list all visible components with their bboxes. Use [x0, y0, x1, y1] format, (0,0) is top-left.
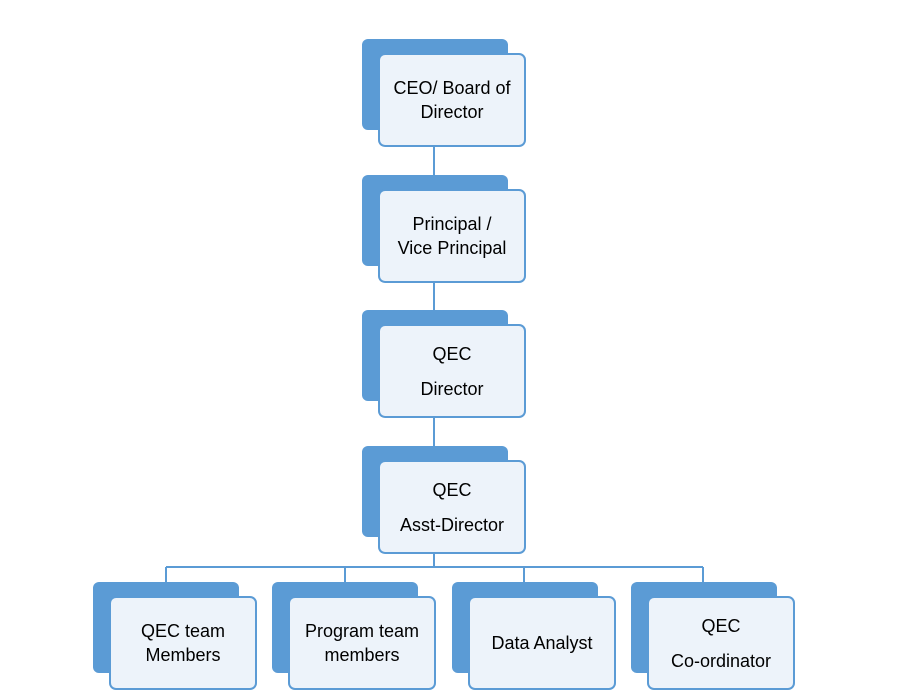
node-card: Program team members	[288, 596, 436, 690]
node-card: QEC Co-ordinator	[647, 596, 795, 690]
node-label-line-2: Director	[420, 102, 484, 122]
node-label-line-1: Program team	[304, 621, 420, 641]
node-label-line-1: Data Analyst	[491, 633, 593, 653]
node-card: Principal / Vice Principal	[378, 189, 526, 283]
node-label-line-1: QEC	[432, 479, 472, 500]
node-label-line-1: QEC team	[140, 621, 226, 641]
node-card: CEO/ Board of Director	[378, 53, 526, 147]
node-card: QEC team Members	[109, 596, 257, 690]
node-card: QEC Director	[378, 324, 526, 418]
node-label-line-2: Asst-Director	[399, 514, 504, 535]
node-card: Data Analyst	[468, 596, 616, 690]
node-card: QEC Asst-Director	[378, 460, 526, 554]
node-label-line-1: CEO/ Board of	[393, 78, 511, 98]
node-label-line-2: Vice Principal	[397, 238, 507, 258]
node-label-line-1: QEC	[701, 615, 741, 636]
node-label-line-1: QEC	[432, 343, 472, 364]
node-label-line-2: Co-ordinator	[670, 650, 772, 671]
node-label-line-2: members	[324, 645, 400, 665]
node-label-line-2: Members	[145, 645, 221, 665]
node-label-line-1: Principal /	[412, 214, 492, 234]
node-label-line-2: Director	[420, 378, 484, 399]
